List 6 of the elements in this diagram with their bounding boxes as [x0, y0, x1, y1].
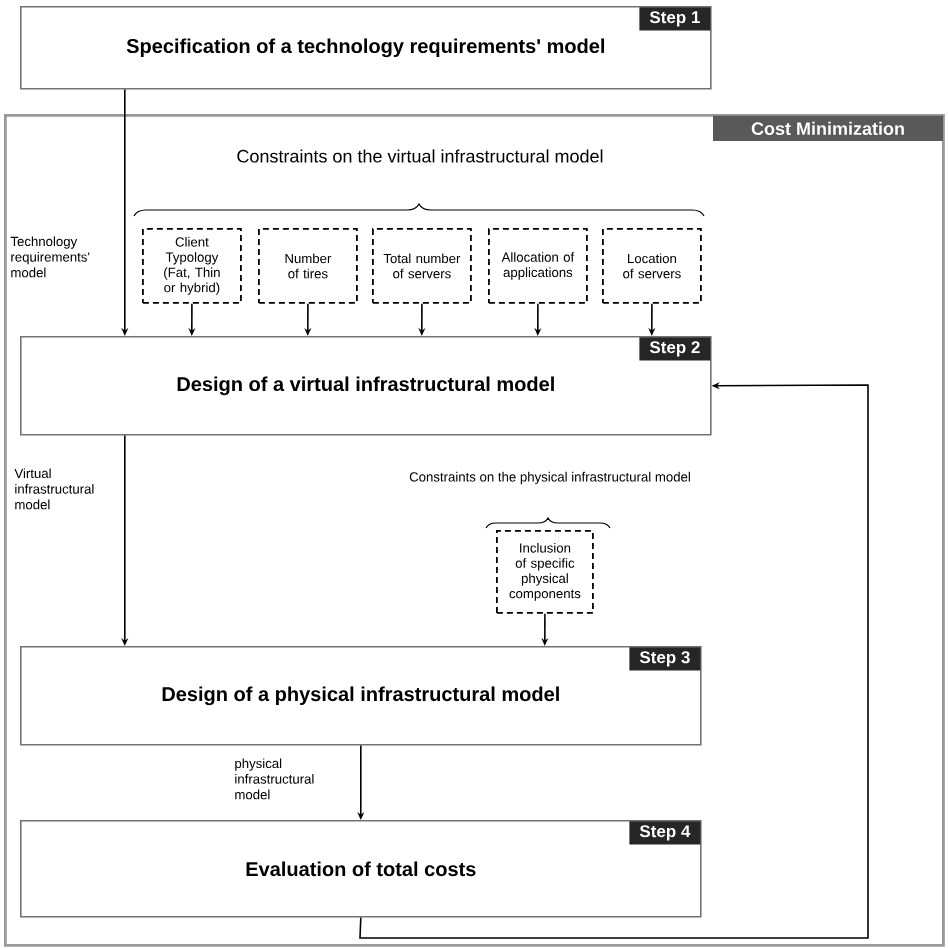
step-tag: Step 4 [629, 821, 701, 845]
step-tag: Step 2 [639, 337, 711, 361]
step-tag: Step 3 [629, 647, 701, 671]
group-label: Constraints on the virtual infrastructural model [237, 149, 603, 163]
step-tag: Step 1 [639, 7, 711, 31]
panel-tag: Cost Minimization [713, 115, 943, 141]
